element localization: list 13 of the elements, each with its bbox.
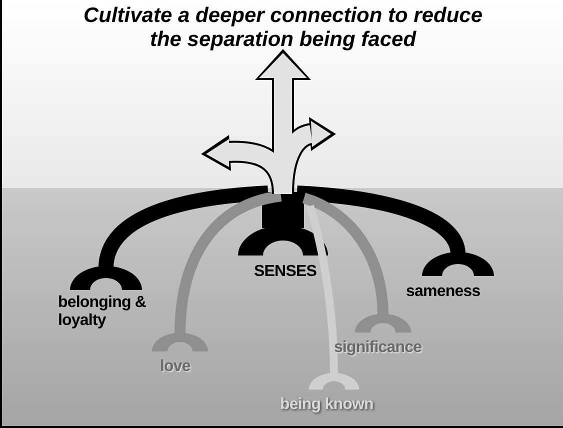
root-connector (302, 192, 412, 332)
root-connector (306, 204, 360, 390)
root-connector (152, 190, 282, 352)
title: Cultivate a deeper connection to reduce the separation being faced (82, 4, 484, 52)
root-connector (238, 192, 328, 256)
root-connector (70, 186, 268, 290)
root-label: significance (334, 336, 422, 360)
root-label: love (160, 355, 190, 379)
root-label: sameness (406, 280, 480, 304)
root-label: SENSES (254, 260, 317, 284)
root-label: belonging & loyalty (58, 294, 150, 330)
root-connector (296, 186, 494, 276)
root-label: being known (280, 393, 374, 417)
